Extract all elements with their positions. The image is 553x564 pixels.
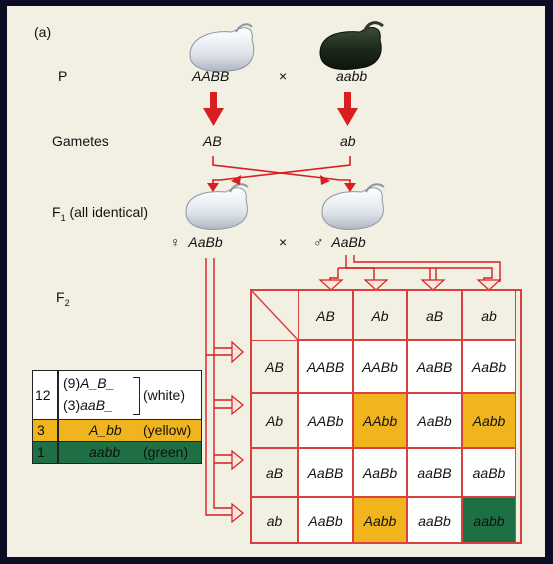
legend-white-line2: (3)aaB_ <box>63 397 113 413</box>
legend-row-white: 12 (9)A_B_ (3)aaB_ (white) <box>33 371 201 420</box>
f1-male: ♂ AaBb <box>313 234 366 250</box>
female-gamete-distribution <box>205 258 232 516</box>
punnett-col-header: ab <box>462 290 516 340</box>
punnett-cell: aaBb <box>462 448 516 497</box>
male-gamete-distribution <box>329 255 501 283</box>
punnett-cell: Aabb <box>462 393 516 448</box>
female-symbol-icon: ♀ <box>170 234 181 250</box>
punnett-col-header: Ab <box>353 290 407 340</box>
punnett-cell: aaBb <box>407 497 462 543</box>
crossing-arrows <box>212 156 351 188</box>
punnett-row-header: ab <box>251 497 298 543</box>
punnett-cell: AaBB <box>407 340 462 393</box>
punnett-cell: AaBb <box>407 393 462 448</box>
parent-cross-symbol: × <box>279 68 288 84</box>
parent-to-gamete-arrows <box>203 92 358 126</box>
dark-green-fruit-icon <box>319 21 384 70</box>
punnett-col-header: AB <box>298 290 353 340</box>
male-symbol-icon: ♂ <box>313 234 324 250</box>
punnett-cell: aabb <box>462 497 516 543</box>
punnett-cell: AABB <box>298 340 353 393</box>
legend-white-label: (white) <box>143 387 186 403</box>
punnett-row-header: aB <box>251 448 298 497</box>
white-fruit-icon <box>189 23 255 72</box>
legend-green-genotype: aabb <box>89 444 121 460</box>
legend-green-label: (green) <box>143 444 189 460</box>
legend-white-count: 12 <box>35 387 51 403</box>
f1-male-fruit-icon <box>321 183 385 230</box>
row-label-f2: F2 <box>56 289 70 308</box>
punnett-cell: Aabb <box>353 497 407 543</box>
punnett-row-header: Ab <box>251 393 298 448</box>
row-label-f1: F1 (all identical) <box>52 204 149 223</box>
punnett-cell: AaBb <box>353 448 407 497</box>
punnett-cell: AaBB <box>298 448 353 497</box>
f1-female: ♀ AaBb <box>170 234 223 250</box>
punnett-cell: AAbb <box>353 393 407 448</box>
row-label-gametes: Gametes <box>52 133 109 149</box>
f1-female-fruit-icon <box>185 183 249 230</box>
legend-green-count: 1 <box>37 444 45 460</box>
legend-white-line1: (9)A_B_ <box>63 375 115 391</box>
punnett-cell: AaBb <box>298 497 353 543</box>
punnett-cell: AABb <box>353 340 407 393</box>
legend-row-yellow: 3 A_bb (yellow) <box>33 420 201 442</box>
punnett-cell: AaBb <box>462 340 516 393</box>
parent-left-genotype: AABB <box>192 68 230 84</box>
f1-cross-symbol: × <box>279 234 288 250</box>
gamete-left: AB <box>203 133 222 149</box>
punnett-col-header: aB <box>407 290 462 340</box>
parent-right-genotype: aabb <box>336 68 368 84</box>
punnett-cell: aaBB <box>407 448 462 497</box>
phenotype-legend: 12 (9)A_B_ (3)aaB_ (white) 3 A_bb (yello… <box>32 370 202 464</box>
legend-yellow-label: (yellow) <box>143 422 192 438</box>
legend-yellow-count: 3 <box>37 422 45 438</box>
punnett-cell: AABb <box>298 393 353 448</box>
panel-label: (a) <box>34 24 52 40</box>
legend-row-green: 1 aabb (green) <box>33 442 201 463</box>
row-label-p: P <box>58 68 68 84</box>
gamete-right: ab <box>340 133 356 149</box>
punnett-row-header: AB <box>251 340 298 393</box>
legend-yellow-genotype: A_bb <box>89 422 122 438</box>
